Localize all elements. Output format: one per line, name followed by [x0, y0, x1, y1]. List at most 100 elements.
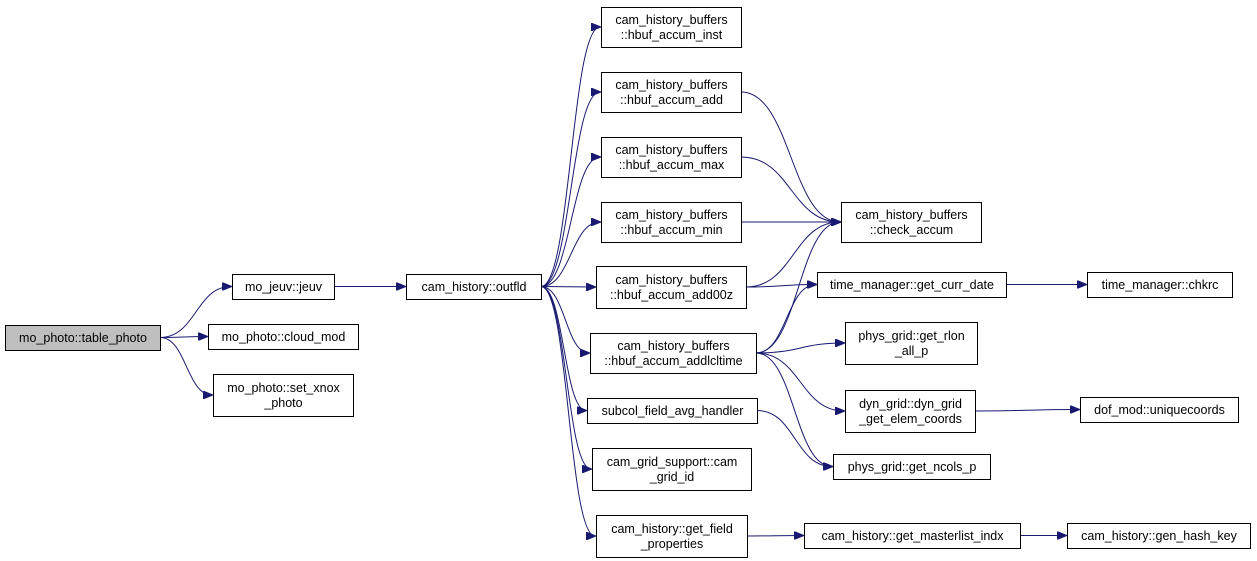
node-box [232, 274, 335, 300]
node-subcol[interactable]: subcol_field_avg_handler [587, 398, 758, 424]
node-label: subcol_field_avg_handler [602, 404, 744, 418]
node-box [1080, 397, 1239, 423]
node-label: mo_photo::cloud_mod [222, 330, 346, 344]
node-label: cam_history::gen_hash_key [1081, 529, 1237, 543]
edge-table_photo-to-jeuv [159, 287, 231, 338]
edge-table_photo-to-set_xnox [159, 337, 212, 396]
node-label: dyn_grid::dyn_grid [859, 397, 962, 411]
node-label: phys_grid::get_ncols_p [848, 460, 977, 474]
edge-outfld-to-accum_min [540, 222, 600, 287]
edge-outfld-to-accum_max [540, 157, 600, 287]
node-label: cam_history::get_masterlist_indx [821, 529, 1004, 543]
node-set_xnox[interactable]: mo_photo::set_xnox_photo [213, 374, 354, 417]
edge-get_field_props-to-masterlist [746, 536, 803, 537]
node-box [601, 137, 742, 178]
node-box [587, 398, 758, 424]
node-label: _photo [263, 396, 302, 410]
node-label: cam_history::get_field [611, 522, 733, 536]
edge-elem_coords-to-uniquecoords [974, 410, 1079, 412]
node-label: cam_grid_support::cam [607, 455, 738, 469]
node-box [596, 266, 747, 309]
node-outfld[interactable]: cam_history::outfld [406, 274, 542, 300]
node-box [596, 515, 748, 558]
edge-accum_addlcltime-to-get_curr_date [755, 285, 816, 354]
node-elem_coords[interactable]: dyn_grid::dyn_grid_get_elem_coords [845, 390, 976, 433]
node-label: time_manager::chkrc [1102, 278, 1219, 292]
node-accum_add00z[interactable]: cam_history_buffers::hbuf_accum_add00z [596, 266, 747, 309]
edge-accum_add-to-check_accum [740, 91, 840, 222]
node-label: _grid_id [649, 470, 695, 484]
node-get_field_props[interactable]: cam_history::get_field_properties [596, 515, 748, 558]
node-box [5, 325, 161, 351]
node-get_ncols[interactable]: phys_grid::get_ncols_p [833, 454, 991, 480]
edge-accum_addlcltime-to-elem_coords [755, 352, 844, 411]
node-table_photo[interactable]: mo_photo::table_photo [5, 325, 161, 351]
node-label: cam_history_buffers [615, 143, 727, 157]
node-label: ::hbuf_accum_min [620, 223, 722, 237]
edge-outfld-to-get_field_props [540, 286, 595, 537]
node-label: mo_jeuv::jeuv [245, 280, 323, 294]
node-gen_hash_key[interactable]: cam_history::gen_hash_key [1067, 523, 1251, 549]
node-box [817, 272, 1007, 298]
node-label: ::hbuf_accum_inst [621, 28, 723, 42]
edge-outfld-to-accum_add [540, 92, 600, 287]
node-label: ::hbuf_accum_add00z [610, 288, 733, 302]
edge-outfld-to-cam_grid_id [540, 286, 591, 470]
node-label: cam_history_buffers [617, 339, 729, 353]
node-label: ::hbuf_accum_addlcltime [604, 354, 742, 368]
node-label: ::check_accum [870, 223, 953, 237]
node-label: _properties [640, 537, 704, 551]
node-get_rlon[interactable]: phys_grid::get_rlon_all_p [845, 322, 978, 365]
node-box [845, 322, 978, 365]
node-box [406, 274, 542, 300]
node-box [833, 454, 991, 480]
node-box [1067, 523, 1251, 549]
node-get_curr_date[interactable]: time_manager::get_curr_date [817, 272, 1007, 298]
node-accum_inst[interactable]: cam_history_buffers::hbuf_accum_inst [601, 7, 742, 48]
edge-subcol-to-get_ncols [756, 410, 832, 467]
edge-accum_addlcltime-to-get_rlon [755, 343, 844, 354]
node-accum_min[interactable]: cam_history_buffers::hbuf_accum_min [601, 202, 742, 243]
node-label: ::hbuf_accum_add [620, 93, 723, 107]
node-box [845, 390, 976, 433]
node-accum_addlcltime[interactable]: cam_history_buffers::hbuf_accum_addlclti… [590, 333, 757, 374]
node-chkrc[interactable]: time_manager::chkrc [1087, 272, 1233, 298]
node-label: _get_elem_coords [858, 412, 962, 426]
node-box [1087, 272, 1233, 298]
node-uniquecoords[interactable]: dof_mod::uniquecoords [1080, 397, 1239, 423]
node-check_accum[interactable]: cam_history_buffers::check_accum [841, 202, 982, 243]
edge-outfld-to-accum_add00z [540, 287, 595, 288]
edge-accum_addlcltime-to-get_ncols [755, 352, 832, 467]
node-box [592, 448, 752, 491]
node-jeuv[interactable]: mo_jeuv::jeuv [232, 274, 335, 300]
node-cloud_mod[interactable]: mo_photo::cloud_mod [208, 324, 359, 350]
node-box [841, 202, 982, 243]
node-masterlist[interactable]: cam_history::get_masterlist_indx [804, 523, 1021, 549]
node-box [601, 202, 742, 243]
node-label: ::hbuf_accum_max [619, 158, 725, 172]
node-label: mo_photo::set_xnox [227, 381, 340, 395]
node-cam_grid_id[interactable]: cam_grid_support::cam_grid_id [592, 448, 752, 491]
node-box [590, 333, 757, 374]
node-accum_add[interactable]: cam_history_buffers::hbuf_accum_add [601, 72, 742, 113]
node-label: cam_history::outfld [422, 280, 527, 294]
node-accum_max[interactable]: cam_history_buffers::hbuf_accum_max [601, 137, 742, 178]
node-label: cam_history_buffers [855, 208, 967, 222]
edge-outfld-to-accum_inst [540, 27, 600, 287]
node-label: cam_history_buffers [615, 208, 727, 222]
node-label: cam_history_buffers [615, 78, 727, 92]
edge-table_photo-to-cloud_mod [159, 337, 207, 338]
node-box [804, 523, 1021, 549]
edge-accum_add00z-to-check_accum [745, 222, 840, 288]
node-label: cam_history_buffers [615, 273, 727, 287]
node-box [601, 7, 742, 48]
node-box [213, 374, 354, 417]
node-label: cam_history_buffers [615, 13, 727, 27]
edge-outfld-to-accum_addlcltime [540, 286, 589, 354]
node-label: mo_photo::table_photo [19, 331, 147, 345]
node-label: phys_grid::get_rlon [858, 329, 964, 343]
node-label: dof_mod::uniquecoords [1094, 403, 1225, 417]
node-label: time_manager::get_curr_date [830, 278, 994, 292]
edge-accum_max-to-check_accum [740, 156, 840, 222]
